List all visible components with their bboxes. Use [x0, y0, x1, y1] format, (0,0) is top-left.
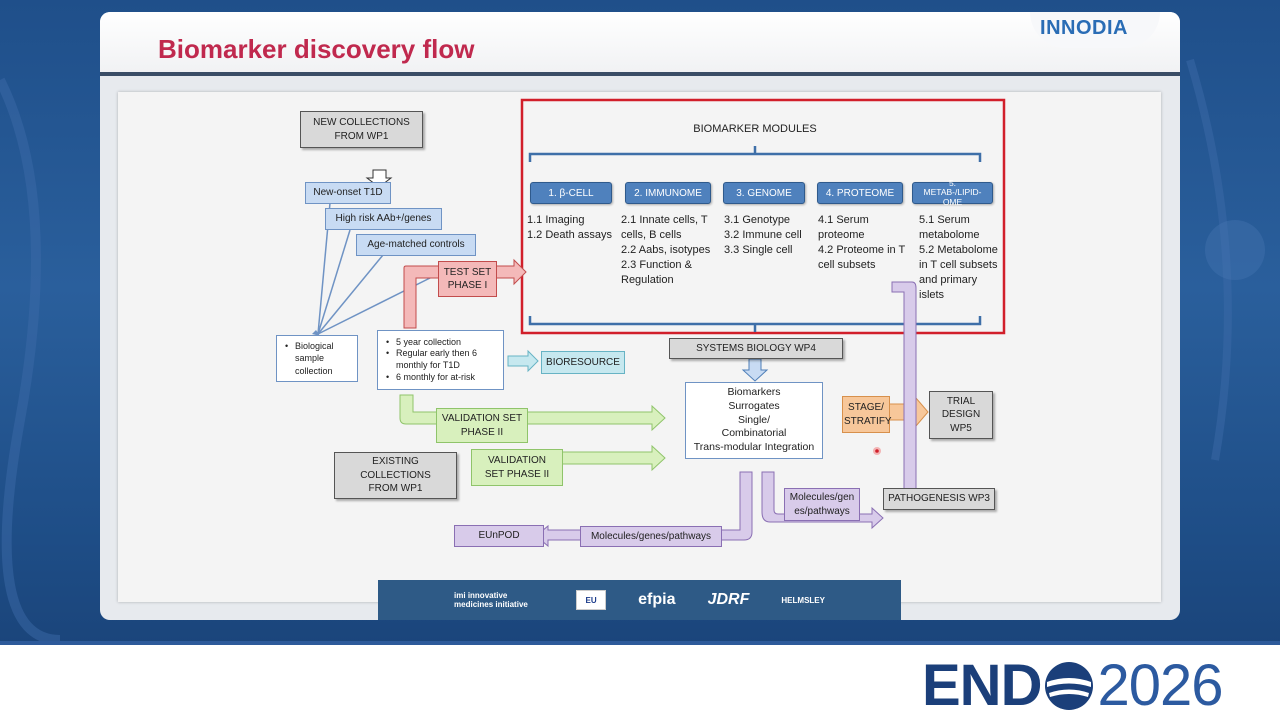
trial-design-label: TRIAL DESIGN WP5 — [941, 395, 981, 434]
systems-biology-box: SYSTEMS BIOLOGY WP4 — [669, 338, 843, 359]
module-item: 3.3 Single cell — [724, 243, 793, 256]
helmsley-logo: HELMSLEY — [781, 595, 825, 605]
module-metabolome-label: 5. METAB-/LIPID-OME — [923, 177, 982, 207]
integration-line: Combinatorial — [721, 427, 787, 440]
imi-logo: imi innovative medicines initiative — [454, 591, 528, 609]
module-item: 4.2 Proteome in T cell subsets — [818, 243, 906, 271]
innodia-logo: INNODIA — [1040, 17, 1128, 39]
eu-flag-logo: EU — [576, 590, 607, 610]
existing-collections-label: EXISTING COLLECTIONS FROM WP1 — [360, 456, 431, 495]
slide-title: Biomarker discovery flow — [158, 34, 475, 64]
jdrf-logo: JDRF — [707, 591, 750, 608]
collection-detail-item: 5 year collection — [384, 337, 503, 349]
module-item: 3.1 Genotype — [724, 214, 791, 226]
conference-name: END — [922, 653, 1042, 718]
new-onset-box: New-onset T1D — [305, 182, 391, 204]
module-metabolome: 5. METAB-/LIPID-OME — [912, 177, 993, 207]
integration-box: Biomarkers Surrogates Single/ Combinator… — [685, 382, 823, 459]
globe-icon — [1045, 661, 1094, 710]
validation-set-2-label: VALIDATION SET PHASE II — [484, 455, 550, 480]
stage-stratify-box: STAGE/ STRATIFY — [842, 396, 892, 433]
module-item: 5.1 Serum metabolome — [919, 214, 980, 241]
collection-details-box: 5 year collection Regular early then 6 m… — [377, 330, 504, 390]
module-item: 2.2 Aabs, isotypes — [621, 243, 711, 256]
molecules-bottom-box: Molecules/genes/pathways — [580, 526, 722, 547]
immunome-items: 2.1 Innate cells, T cells, B cells 2.2 A… — [621, 213, 717, 288]
module-item: 3.2 Immune cell — [724, 228, 802, 241]
validation-set-1-box: VALIDATION SET PHASE II — [436, 408, 528, 443]
slide-header: Biomarker discovery flow INNODIA — [100, 12, 1180, 76]
brand-tab — [1030, 12, 1160, 48]
pathogenesis-box: PATHOGENESIS WP3 — [883, 488, 995, 510]
molecules-right-box: Molecules/genes/pathways — [784, 488, 860, 521]
test-set-label: TEST SET PHASE I — [443, 266, 492, 292]
conference-logo: END 2026 — [922, 652, 1224, 719]
beta-cell-items: 1.1 Imaging 1.2 Death assays — [527, 213, 621, 243]
footer-divider — [0, 641, 1280, 646]
module-item: 4.1 Serum proteome — [818, 214, 869, 241]
module-immunome: 2. IMMUNOME — [625, 182, 711, 204]
eunpod-box: EUnPOD — [454, 525, 544, 547]
new-collections-box: NEW COLLECTIONS FROM WP1 — [300, 111, 423, 148]
integration-line: Single/ — [737, 413, 771, 426]
validation-set-2-box: VALIDATION SET PHASE II — [471, 449, 563, 486]
module-genome: 3. GENOME — [723, 182, 805, 204]
validation-set-1-label: VALIDATION SET PHASE II — [441, 413, 523, 438]
high-risk-box: High risk AAb+/genes — [325, 208, 442, 230]
bioresource-box: BIORESOURCE — [541, 351, 625, 374]
module-proteome: 4. PROTEOME — [817, 182, 903, 204]
integration-line: Biomarkers — [727, 386, 781, 399]
molecules-right-label: Molecules/genes/pathways — [789, 492, 855, 517]
funder-logos-strip: imi innovative medicines initiative EU e… — [378, 580, 901, 620]
module-item: 2.1 Innate cells, T cells, B cells — [621, 214, 708, 241]
efpia-logo: efpia — [638, 591, 676, 608]
trial-design-box: TRIAL DESIGN WP5 — [929, 391, 993, 439]
biomarker-modules-title: BIOMARKER MODULES — [693, 122, 817, 135]
test-set-box: TEST SET PHASE I — [438, 261, 497, 297]
genome-items: 3.1 Genotype 3.2 Immune cell 3.3 Single … — [724, 213, 814, 258]
existing-collections-box: EXISTING COLLECTIONS FROM WP1 — [334, 452, 457, 499]
metabolome-items: 5.1 Serum metabolome 5.2 Metabolome in T… — [919, 213, 1001, 303]
age-matched-box: Age-matched controls — [356, 234, 476, 256]
collection-detail-item: Regular early then 6 monthly for T1D — [384, 348, 503, 371]
collection-detail-item: 6 monthly for at-risk — [384, 372, 503, 384]
proteome-items: 4.1 Serum proteome 4.2 Proteome in T cel… — [818, 213, 906, 273]
module-item: 5.2 Metabolome in T cell subsets and pri… — [919, 243, 998, 301]
integration-line: Trans-modular Integration — [693, 440, 815, 453]
module-beta-cell: 1. β-CELL — [530, 182, 612, 204]
integration-line: Surrogates — [728, 400, 780, 413]
module-item: 1.1 Imaging — [527, 214, 585, 226]
conference-year: 2026 — [1097, 653, 1223, 718]
stage-stratify-label: STAGE/ STRATIFY — [844, 402, 892, 427]
module-item: 2.3 Function & Regulation — [621, 258, 692, 286]
module-item: 1.2 Death assays — [527, 228, 612, 241]
